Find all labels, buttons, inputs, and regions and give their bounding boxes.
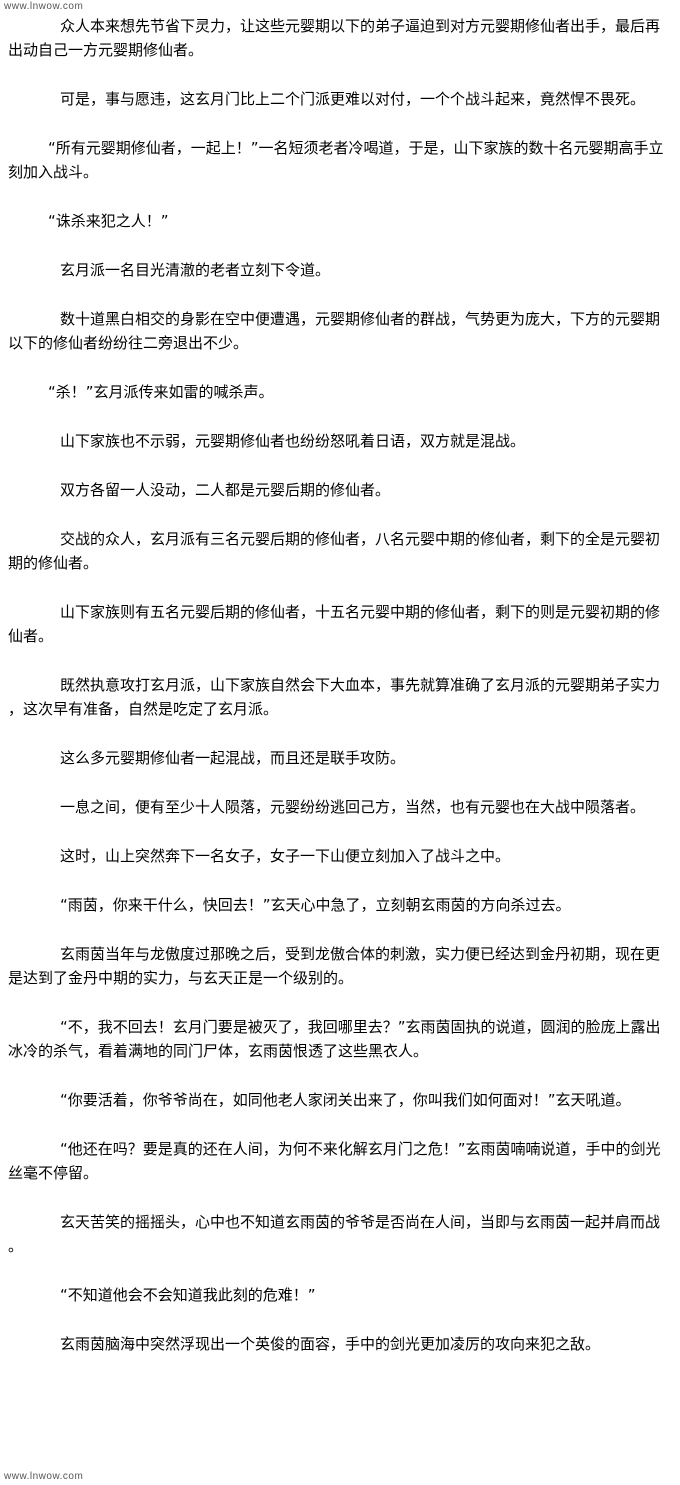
paragraph: 玄月派一名目光清澈的老者立刻下令道。 xyxy=(60,261,331,279)
paragraph: 玄天苦笑的摇摇头，心中也不知道玄雨茵的爷爷是否尚在人间，当即与玄雨茵一起并肩而战… xyxy=(8,1213,661,1255)
paragraph: 玄雨茵脑海中突然浮现出一个英俊的面容，手中的剑光更加凌厉的攻向来犯之敌。 xyxy=(60,1335,601,1353)
watermark-bottom: www.lnwow.com xyxy=(4,1471,84,1482)
paragraph: “不知道他会不会知道我此刻的危难！” xyxy=(60,1286,316,1304)
paragraph: “所有元婴期修仙者，一起上！”一名短须老者冷喝道，于是，山下家族的数十名元婴期高… xyxy=(8,139,664,181)
paragraph: 玄雨茵当年与龙傲度过那晚之后，受到龙傲合体的刺激，实力便已经达到金丹初期，现在更… xyxy=(8,945,661,987)
paragraph: 一息之间，便有至少十人陨落，元婴纷纷逃回己方，当然，也有元婴也在大战中陨落者。 xyxy=(60,798,646,816)
paragraph: 交战的众人，玄月派有三名元婴后期的修仙者，八名元婴中期的修仙者，剩下的全是元婴初… xyxy=(8,530,661,572)
paragraph: 这么多元婴期修仙者一起混战，而且还是联手攻防。 xyxy=(60,749,406,767)
paragraph: 山下家族也不示弱，元婴期修仙者也纷纷怒吼着日语，双方就是混战。 xyxy=(60,432,526,450)
paragraph: “杀！”玄月派传来如雷的喊杀声。 xyxy=(48,383,274,401)
paragraph: “雨茵，你来干什么，快回去！”玄天心中急了，立刻朝玄雨茵的方向杀过去。 xyxy=(60,896,571,914)
paragraph: 既然执意攻打玄月派，山下家族自然会下大血本，事先就算准确了玄月派的元婴期弟子实力… xyxy=(8,676,661,718)
paragraph: 众人本来想先节省下灵力，让这些元婴期以下的弟子逼迫到对方元婴期修仙者出手，最后再… xyxy=(8,17,661,59)
paragraph: 这时，山上突然奔下一名女子，女子一下山便立刻加入了战斗之中。 xyxy=(60,847,511,865)
paragraph: “不，我不回去！玄月门要是被灭了，我回哪里去？”玄雨茵固执的说道，圆润的脸庞上露… xyxy=(8,1018,661,1060)
paragraph: 可是，事与愿违，这玄月门比上二个门派更难以对付，一个个战斗起来，竟然悍不畏死。 xyxy=(60,90,646,108)
paragraph: “你要活着，你爷爷尚在，如同他老人家闭关出来了，你叫我们如何面对！”玄天吼道。 xyxy=(60,1091,631,1109)
paragraph: 双方各留一人没动，二人都是元婴后期的修仙者。 xyxy=(60,481,391,499)
article-body: 众人本来想先节省下灵力，让这些元婴期以下的弟子逼迫到对方元婴期修仙者出手，最后再… xyxy=(8,14,670,1356)
watermark-top: www.lnwow.com xyxy=(4,1,84,12)
paragraph: “诛杀来犯之人！” xyxy=(48,212,169,230)
paragraph: “他还在吗？要是真的还在人间，为何不来化解玄月门之危！”玄雨茵喃喃说道，手中的剑… xyxy=(8,1140,661,1182)
paragraph: 数十道黑白相交的身影在空中便遭遇，元婴期修仙者的群战，气势更为庞大，下方的元婴期… xyxy=(8,310,661,352)
paragraph: 山下家族则有五名元婴后期的修仙者，十五名元婴中期的修仙者，剩下的则是元婴初期的修… xyxy=(8,603,661,645)
